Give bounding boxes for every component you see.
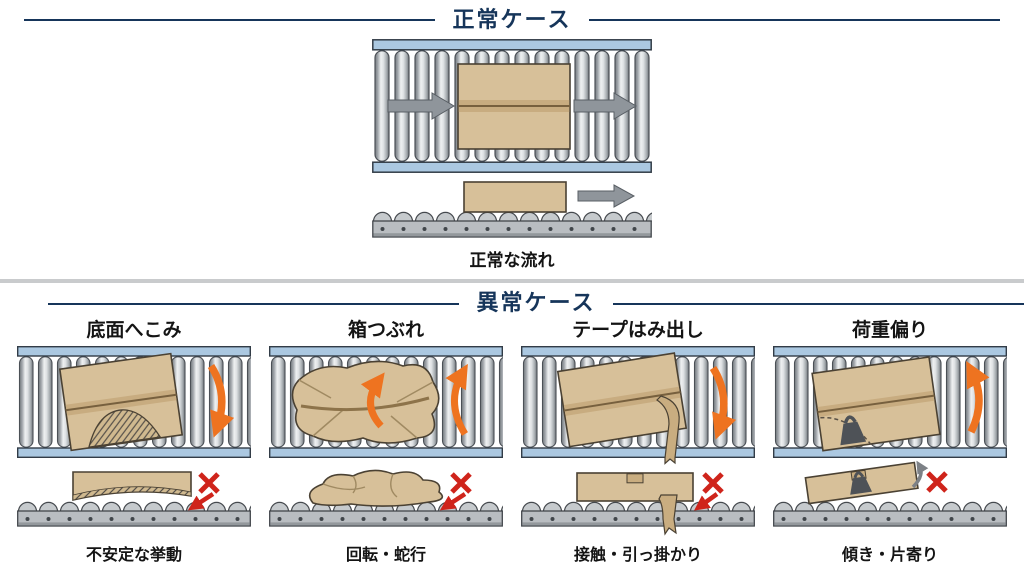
- case2-top-view: [268, 345, 504, 458]
- error-x-icon: [926, 470, 948, 493]
- case-title: 箱つぶれ: [347, 319, 424, 341]
- hanging-tape: [656, 394, 680, 465]
- case-title: 底面へこみ: [86, 319, 182, 341]
- case-label: 回転・蛇行: [345, 546, 426, 564]
- rotation-arrow-icon: [445, 363, 469, 436]
- case-title: テープはみ出し: [572, 319, 704, 341]
- tape-tab: [626, 472, 644, 483]
- tilt-arrow-icon: [911, 460, 929, 488]
- case2-side-view: [269, 469, 503, 527]
- weight-icon: [850, 470, 872, 495]
- error-x-icon: [198, 471, 220, 494]
- normal-flow-label: 正常な流れ: [469, 251, 555, 271]
- package-box: [457, 63, 571, 151]
- conveyor-rail-bottom: [268, 446, 504, 458]
- conveyor-rail-bottom: [372, 161, 652, 174]
- header-rule-left: [24, 19, 435, 22]
- abnormal-section-header: 異常ケース: [24, 290, 1024, 316]
- crease-lines: [298, 378, 434, 439]
- case-panel-bottom-dent: 底面へこみ: [8, 319, 260, 565]
- flow-arrow-icon: [577, 184, 636, 209]
- rotation-arrow-icon: [709, 365, 737, 440]
- snagging-tape: [658, 493, 678, 536]
- header-rule-right: [589, 19, 1000, 22]
- weight-icon: [840, 414, 867, 445]
- header-rule-right: [613, 302, 1024, 305]
- case1-top-view: [16, 345, 252, 458]
- normal-conveyor-top-view: [372, 39, 652, 174]
- case-panel-tape-overhang: テープはみ出し: [512, 319, 764, 565]
- package-box-side: [463, 181, 567, 214]
- crease-lines: [322, 473, 398, 498]
- conveyor-rail-top: [16, 345, 252, 357]
- rotation-arrow-icon: [360, 371, 385, 428]
- belt-rollers: [372, 211, 652, 222]
- case4-side-view: [773, 460, 1007, 527]
- error-x-icon: [450, 471, 472, 494]
- error-x-icon: [702, 471, 724, 494]
- case-panel-load-imbalance: 荷重偏り: [764, 319, 1016, 565]
- bottom-dent-hatch-icon: [88, 408, 162, 448]
- impact-arrow-icon: [439, 491, 467, 510]
- conveyor-rail-top: [372, 39, 652, 51]
- case3-top-view: [520, 345, 756, 465]
- conveyor-rail-bottom: [520, 446, 756, 458]
- abnormal-cases-row: 底面へこみ: [0, 319, 1024, 565]
- package-box-tilted: [556, 351, 688, 448]
- conveyor-rail-top: [520, 345, 756, 357]
- case4-top-view: [772, 345, 1008, 458]
- header-rule-left: [48, 302, 459, 305]
- crumpled-box: [308, 469, 444, 507]
- dent-hatch-icon: [72, 485, 192, 501]
- impact-arrow-icon: [694, 491, 719, 511]
- flow-arrow-left-icon: [387, 92, 455, 121]
- case-label: 不安定な挙動: [85, 546, 182, 564]
- tilted-box: [804, 461, 919, 504]
- case-title: 荷重偏り: [851, 319, 928, 341]
- conveyor-rail-bottom: [772, 446, 1008, 458]
- normal-conveyor-side-view: [372, 181, 652, 239]
- conveyor-rail-bottom: [16, 446, 252, 458]
- rotation-arrow-icon: [966, 360, 990, 434]
- normal-section-title: 正常ケース: [452, 7, 572, 32]
- section-divider: [0, 279, 1024, 284]
- package-box-tilted: [811, 355, 941, 452]
- case-label: 傾き・片寄り: [841, 546, 938, 564]
- belt-bolts: [372, 221, 652, 238]
- impact-arrow-icon: [187, 491, 215, 510]
- case3-side-view: [521, 471, 755, 536]
- abnormal-section-title: 異常ケース: [476, 290, 596, 316]
- case1-side-view: [17, 470, 251, 527]
- case-panel-crushed-box: 箱つぶれ 回転・蛇行: [260, 319, 512, 565]
- normal-section: 正常ケース 正常な流れ: [0, 0, 1024, 271]
- conveyor-rail-top: [268, 345, 504, 357]
- case-label: 接触・引っ掛かり: [573, 546, 702, 564]
- conveyor-rail-top: [772, 345, 1008, 357]
- rotation-arrow-icon: [207, 363, 235, 438]
- normal-section-header: 正常ケース: [0, 7, 1024, 33]
- package-box-tilted: [58, 352, 184, 451]
- flow-arrow-right-icon: [573, 92, 637, 121]
